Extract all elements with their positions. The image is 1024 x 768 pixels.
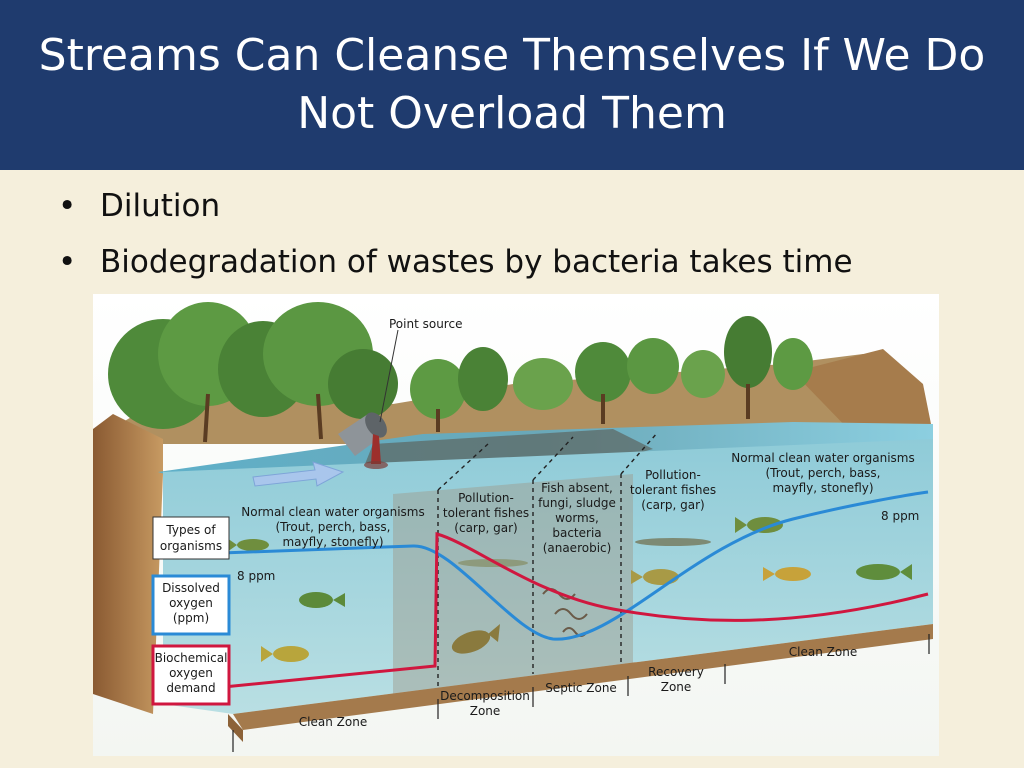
organism-label: Normal clean water organisms [731,451,915,465]
fish-icon [856,564,912,580]
fish-icon [299,592,345,608]
zone-dividers [437,431,659,686]
organism-label: (carp, gar) [641,498,704,512]
biochemical-oxygen-demand-curve [152,532,929,696]
point-source-pipe-icon [338,412,388,469]
zone-label-decomposition: Zone [470,704,501,718]
organism-label: Pollution- [645,468,701,482]
zone-label-clean-right: Clean Zone [789,645,857,659]
organisms-septic: Fish absent, fungi, sludge worms, bacter… [538,481,616,555]
fish-icon [261,646,309,662]
zone-label-clean-left: Clean Zone [299,715,367,729]
organism-label: (carp, gar) [454,521,517,535]
organisms-recovery: Pollution- tolerant fishes (carp, gar) [630,468,716,512]
title-bar: Streams Can Cleanse Themselves If We Do … [0,0,1024,170]
zone-label-recovery: Zone [661,680,692,694]
stream-bed [233,624,933,730]
stream-bed-front [228,714,243,742]
organism-label: mayfly, stonefly) [282,535,383,549]
organism-label: worms, [555,511,599,525]
legend-label: demand [166,681,215,695]
water-front [163,439,933,714]
organism-label: bacteria [552,526,601,540]
organism-label: (Trout, perch, bass, [276,520,391,534]
bullet-text: Dilution [100,188,221,224]
point-source-label: Point source [389,317,462,331]
bullet-dot-icon: • [58,188,77,224]
bullet-item: • Dilution [58,178,998,234]
legend-types-of-organisms: Types of organisms [152,516,230,560]
legend-label: organisms [160,539,222,553]
zone-label-recovery: Recovery [648,665,704,679]
bullet-text: Biodegradation of wastes by bacteria tak… [100,244,853,280]
legend-dissolved-oxygen: Dissolved oxygen (ppm) [151,574,231,636]
point-source-leader [379,329,399,423]
left-bank-soil [93,414,163,714]
back-bank-right [793,349,933,434]
slide-title: Streams Can Cleanse Themselves If We Do … [38,30,986,139]
organism-label: mayfly, stonefly) [772,481,873,495]
zone-label-septic: Septic Zone [545,681,617,695]
organism-label: Fish absent, [541,481,613,495]
legend-label: (ppm) [173,611,209,625]
fish-icon [635,538,711,546]
tree-trunks [203,384,750,443]
tree-canopy [108,302,813,429]
organism-label: tolerant fishes [443,506,529,520]
bullet-item: • Biodegradation of wastes by bacteria ta… [58,234,998,290]
organisms-clean-left: Normal clean water organisms (Trout, per… [241,505,425,549]
flow-direction-arrow-icon [252,461,345,487]
bullet-list: • Dilution • Biodegradation of wastes by b… [58,178,998,290]
organism-label: (anaerobic) [543,541,612,555]
ppm-label-left: 8 ppm [237,569,275,583]
ppm-label-right: 8 ppm [881,509,919,523]
fish-icon [735,517,783,533]
zone-label-decomposition: Decomposition [440,689,530,703]
organism-label: Normal clean water organisms [241,505,425,519]
legend-label: oxygen [169,666,213,680]
fish-icon [451,624,500,654]
zone-ticks [232,634,930,752]
fish-icon [763,567,811,581]
back-bank [103,354,933,444]
organism-label: fungi, sludge [538,496,616,510]
organism-label: (Trout, perch, bass, [766,466,881,480]
fish-icon [458,559,528,567]
organisms-decomposition: Pollution- tolerant fishes (carp, gar) [443,491,529,535]
legend-label: Types of [165,523,216,537]
legend-label: oxygen [169,596,213,610]
organism-label: tolerant fishes [630,483,716,497]
stream-pollution-diagram: Point source [93,294,939,756]
organism-label: Pollution- [458,491,514,505]
organisms-clean-right: Normal clean water organisms (Trout, per… [731,451,915,495]
legend-biochemical-oxygen-demand: Biochemical oxygen demand [151,644,231,706]
dissolved-oxygen-curve [152,490,929,641]
legend-label: Dissolved [162,581,220,595]
legend-label: Biochemical [155,651,228,665]
bullet-dot-icon: • [58,244,77,280]
